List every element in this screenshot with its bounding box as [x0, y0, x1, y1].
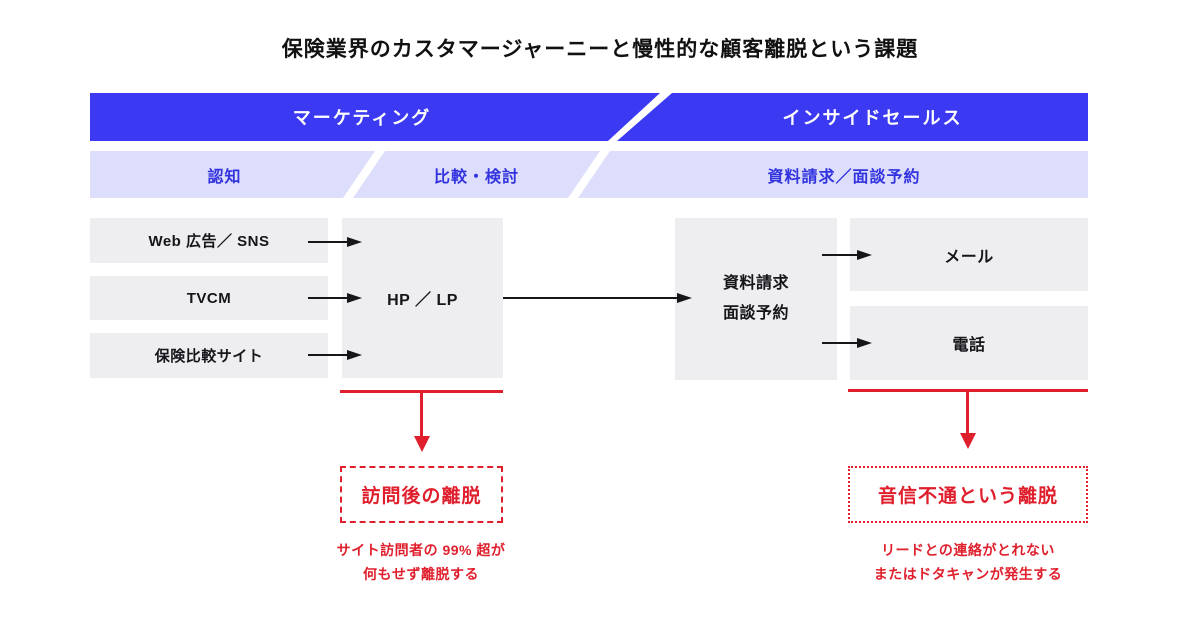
channel-box-web-ads-sns: Web 広告／ SNS: [90, 218, 328, 263]
phase-segment-marketing: マーケティング: [90, 93, 660, 141]
phase-segment-inside-sales: インサイドセールス: [617, 93, 1088, 141]
churn-alert-box-contact: 音信不通という離脱: [848, 466, 1088, 523]
visit-churn-caption-line1: サイト訪問者の 99% 超が: [336, 542, 506, 558]
arrow-tvcm-to-hplp-icon: [308, 292, 362, 304]
churn-bracket-line-left: [340, 390, 503, 393]
phone-label: 電話: [952, 337, 986, 354]
churn-down-arrow-left-icon: [420, 392, 423, 436]
stage-segment-request-booking: 資料請求／面談予約: [578, 151, 1088, 198]
contact-box-phone: 電話: [850, 306, 1088, 380]
request-booking-box: 資料請求 面談予約: [675, 218, 837, 380]
channel-comparison-site-label: 保険比較サイト: [154, 348, 264, 365]
contact-churn-caption-line2: またはドタキャンが発生する: [873, 566, 1063, 582]
arrow-web-to-hplp-icon: [308, 236, 362, 248]
channel-box-tvcm: TVCM: [90, 276, 328, 320]
stage-segment-awareness: 認知: [90, 151, 375, 198]
hp-lp-label: HP ／ LP: [387, 292, 458, 309]
arrow-comparison-to-hplp-icon: [308, 349, 362, 361]
visit-churn-caption-line2: 何もせず離脱する: [363, 566, 479, 582]
arrow-hplp-to-request-icon: [503, 292, 692, 304]
contact-churn-caption: リードとの連絡がとれない またはドタキャンが発生する: [848, 538, 1088, 586]
contact-box-mail: メール: [850, 218, 1088, 291]
stage-segment-comparison: 比較・検討: [353, 151, 600, 198]
churn-bracket-line-right: [848, 389, 1088, 392]
visit-churn-caption: サイト訪問者の 99% 超が 何もせず離脱する: [301, 538, 541, 586]
arrow-request-to-mail-icon: [822, 249, 872, 261]
churn-down-arrow-right-icon: [966, 391, 969, 433]
mail-label: メール: [944, 248, 994, 266]
arrow-shaft: [308, 354, 347, 356]
page-title: 保険業界のカスタマージャーニーと慢性的な顧客離脱という課題: [281, 38, 919, 61]
stage-request-booking-label: 資料請求／面談予約: [767, 168, 921, 186]
arrow-shaft: [822, 342, 857, 344]
channel-tvcm-label: TVCM: [186, 289, 232, 307]
visit-churn-label: 訪問後の離脱: [361, 486, 482, 507]
arrow-head: [347, 350, 362, 360]
channel-box-insurance-comparison-site: 保険比較サイト: [90, 333, 328, 378]
contact-churn-label: 音信不通という離脱: [877, 486, 1058, 507]
arrow-shaft: [822, 254, 857, 256]
arrow-request-to-phone-icon: [822, 337, 872, 349]
arrow-head: [347, 293, 362, 303]
arrow-shaft: [308, 297, 347, 299]
phase-marketing-label: マーケティング: [292, 108, 432, 128]
churn-down-arrowhead-left-icon: [414, 436, 430, 452]
arrow-head: [857, 250, 872, 260]
request-label: 資料請求: [722, 275, 789, 292]
phase-inside-sales-label: インサイドセールス: [782, 108, 963, 128]
contact-churn-caption-line1: リードとの連絡がとれない: [881, 542, 1055, 558]
arrow-shaft: [308, 241, 347, 243]
arrow-shaft: [503, 297, 677, 299]
arrow-head: [677, 293, 692, 303]
stage-awareness-label: 認知: [207, 168, 242, 186]
channel-web-ads-sns-label: Web 広告／ SNS: [148, 233, 270, 250]
arrow-head: [857, 338, 872, 348]
churn-alert-box-visit: 訪問後の離脱: [340, 466, 503, 523]
churn-down-arrowhead-right-icon: [960, 433, 976, 449]
arrow-head: [347, 237, 362, 247]
stage-comparison-label: 比較・検討: [433, 168, 519, 186]
phase-band: マーケティング インサイドセールス: [90, 93, 1088, 141]
booking-label: 面談予約: [722, 305, 789, 322]
hp-lp-box: HP ／ LP: [342, 218, 503, 378]
stage-band: 認知 比較・検討 資料請求／面談予約: [90, 151, 1088, 198]
